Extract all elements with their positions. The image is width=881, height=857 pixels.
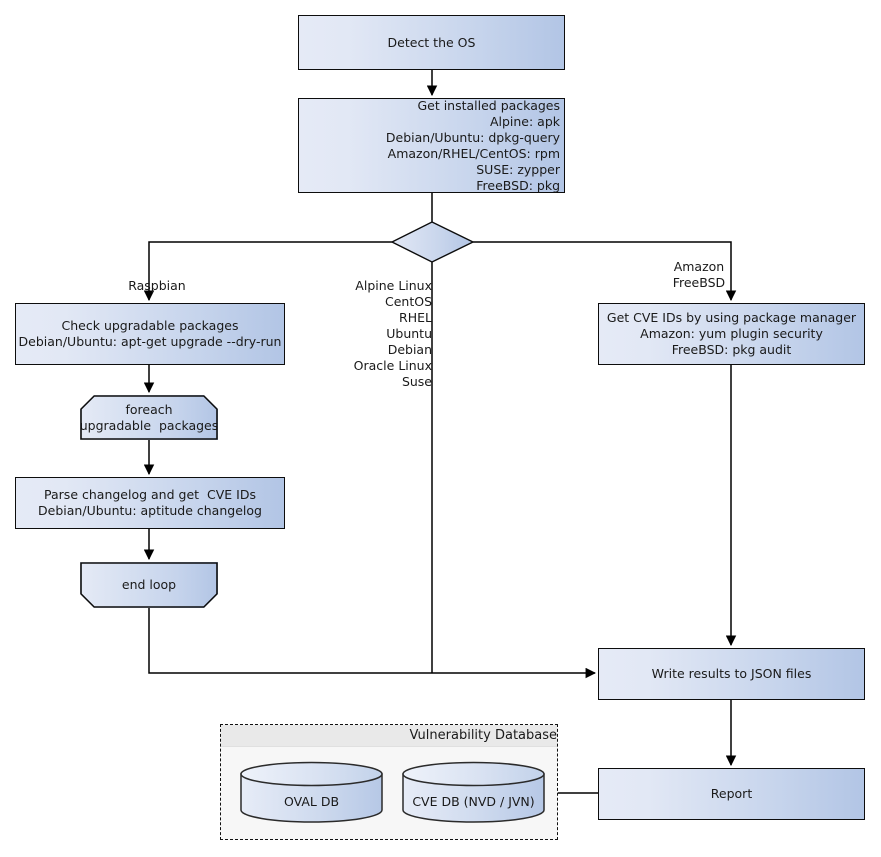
node-get-installed-packages-line-3: Amazon/RHEL/CentOS: rpm — [387, 145, 560, 161]
node-parse-changelog-line-1: Debian/Ubuntu: aptitude changelog — [38, 503, 262, 518]
database-cylinder-oval[interactable]: OVAL DB — [239, 761, 384, 823]
node-check-upgradable-line-0: Check upgradable packages — [61, 318, 239, 333]
node-detect-the-os[interactable]: Detect the OS — [298, 15, 565, 70]
node-end-loop[interactable]: end loop — [80, 562, 218, 608]
database-cylinder-oval-label: OVAL DB — [283, 794, 340, 809]
node-check-upgradable-packages[interactable]: Check upgradable packages Debian/Ubuntu:… — [15, 303, 285, 365]
node-report[interactable]: Report — [598, 768, 865, 820]
node-end-loop-line-0: end loop — [121, 577, 177, 592]
node-get-installed-packages-line-0: Get installed packages — [417, 97, 560, 113]
edge-endloop-to-write-results — [148, 608, 597, 679]
edge-label-linux-distros-line-3: Ubuntu — [386, 326, 432, 341]
node-get-cve-ids-line-2: FreeBSD: pkg audit — [671, 342, 792, 357]
node-get-installed-packages-line-4: SUSE: zypper — [476, 161, 560, 177]
edge-label-linux-distros-line-6: Suse — [401, 374, 432, 389]
node-get-cve-ids-line-0: Get CVE IDs by using package manager — [606, 310, 857, 325]
node-check-upgradable-line-1: Debian/Ubuntu: apt-get upgrade --dry-run — [18, 334, 282, 349]
node-parse-changelog-line-0: Parse changelog and get CVE IDs — [44, 487, 256, 502]
edge-label-raspbian-line-0: Raspbian — [128, 278, 186, 293]
node-get-installed-packages-line-5: FreeBSD: pkg — [476, 177, 560, 193]
vulnerability-database-group: Vulnerability Database — [220, 724, 558, 840]
edge-label-linux-distros-line-5: Oracle Linux — [353, 358, 432, 373]
node-get-installed-packages[interactable]: Get installed packages Alpine: apk Debia… — [298, 98, 565, 193]
node-report-line-0: Report — [710, 786, 753, 801]
edge-label-linux-distros-line-0: Alpine Linux — [355, 278, 432, 293]
edge-label-raspbian: Raspbian — [69, 262, 229, 310]
node-get-installed-packages-line-1: Alpine: apk — [489, 113, 560, 129]
node-foreach-loop-start[interactable]: foreach upgradable packages — [80, 395, 218, 440]
node-foreach-loop-line-1: upgradable packages — [79, 417, 219, 433]
database-cylinder-cve[interactable]: CVE DB (NVD / JVN) — [401, 761, 546, 823]
edge-label-linux-distros-line-4: Debian — [387, 342, 432, 357]
edge-label-amazon-freebsd-line-0: Amazon — [673, 259, 725, 274]
os-decision-diamond — [390, 221, 475, 263]
edge-label-linux-distros-line-2: RHEL — [399, 310, 432, 325]
node-get-installed-packages-line-2: Debian/Ubuntu: dpkg-query — [385, 129, 560, 145]
edge-label-amazon-freebsd-line-1: FreeBSD — [672, 275, 726, 290]
database-cylinder-cve-label: CVE DB (NVD / JVN) — [412, 794, 535, 809]
vulnerability-database-title: Vulnerability Database — [221, 725, 557, 747]
node-foreach-loop-line-0: foreach — [125, 401, 173, 417]
node-get-cve-ids-package-manager[interactable]: Get CVE IDs by using package manager Ama… — [598, 303, 865, 365]
node-write-results-to-json[interactable]: Write results to JSON files — [598, 648, 865, 700]
node-detect-the-os-line-0: Detect the OS — [387, 34, 476, 50]
node-parse-changelog[interactable]: Parse changelog and get CVE IDs Debian/U… — [15, 477, 285, 529]
node-write-results-line-0: Write results to JSON files — [651, 666, 812, 681]
node-get-cve-ids-line-1: Amazon: yum plugin security — [640, 326, 823, 341]
edge-label-amazon-freebsd: Amazon FreeBSD — [611, 243, 771, 307]
edge-label-linux-distros: Alpine Linux CentOS RHEL Ubuntu Debian O… — [270, 262, 436, 406]
edge-label-linux-distros-line-1: CentOS — [384, 294, 432, 309]
